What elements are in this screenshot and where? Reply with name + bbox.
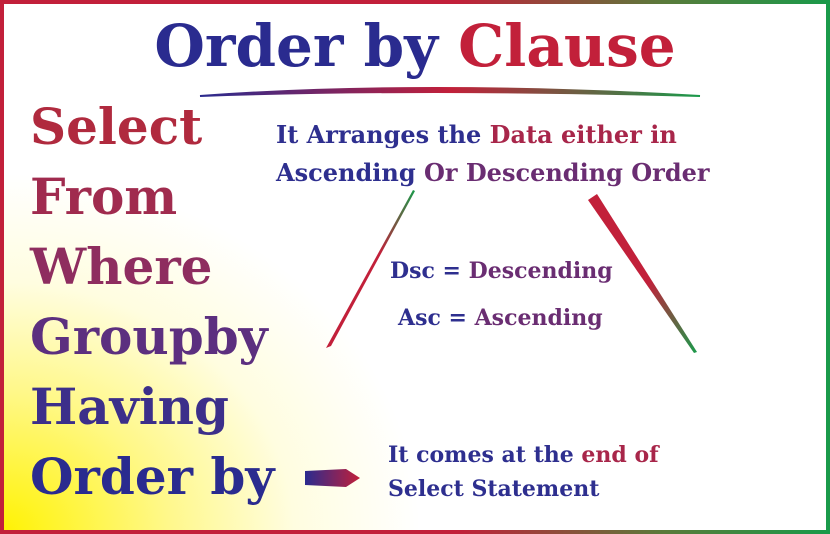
title-part-2: Clause	[458, 12, 676, 80]
title-part-1: Order by	[154, 12, 438, 80]
keyword-where: Where	[30, 237, 213, 296]
clause-description: It Arranges the Data either in Ascending…	[276, 116, 816, 192]
asc-abbreviation: Asc = Ascending	[398, 305, 603, 331]
keyword-select: Select	[30, 97, 203, 156]
note-line-2: Select Statement	[388, 476, 600, 502]
position-note: It comes at the end of Select Statement	[388, 438, 659, 506]
description-line-2: Ascending Or Descending Order	[276, 158, 710, 187]
description-line-1: It Arranges the Data either in	[276, 120, 677, 149]
keyword-order-by: Order by	[30, 447, 275, 506]
arrow-icon	[305, 469, 360, 487]
keyword-having: Having	[30, 377, 229, 436]
dsc-abbreviation: Dsc = Descending	[390, 258, 613, 284]
title-underline	[199, 87, 701, 97]
clause-keyword-list: Select From Where Groupby Having Order b…	[30, 92, 274, 512]
keyword-from: From	[30, 167, 178, 226]
page-title: Order by Clause	[0, 10, 830, 82]
keyword-groupby: Groupby	[30, 307, 268, 366]
note-line-1: It comes at the end of	[388, 442, 659, 468]
